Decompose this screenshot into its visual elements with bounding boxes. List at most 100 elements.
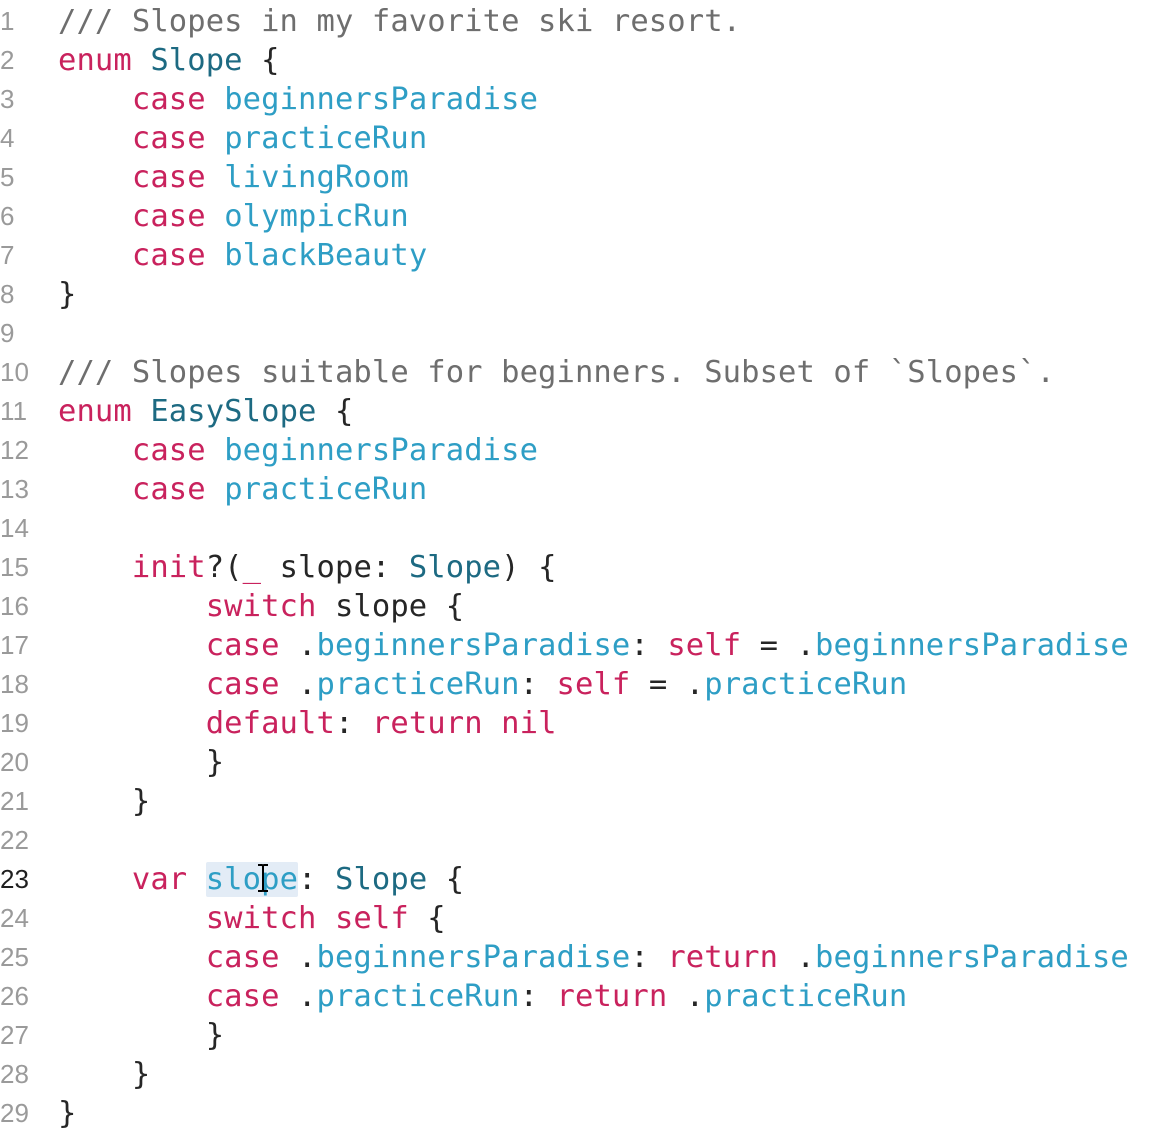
code-line[interactable]: 26 case .practiceRun: return .practiceRu… [0,977,1174,1016]
code-token: default [205,706,335,741]
line-number: 13 [0,474,30,504]
code-text[interactable]: case livingRoom [58,158,409,197]
code-line[interactable]: 14 [0,509,1174,548]
code-text[interactable]: } [58,1016,224,1055]
code-line[interactable]: 24 switch self { [0,899,1174,938]
code-text[interactable]: } [58,743,224,782]
line-number: 25 [0,942,30,972]
code-line[interactable]: 18 case .practiceRun: self = .practiceRu… [0,665,1174,704]
code-line[interactable]: 12 case beginnersParadise [0,431,1174,470]
code-text[interactable]: } [58,1055,150,1094]
code-token [58,667,206,702]
code-text[interactable]: case .beginnersParadise: return .beginne… [58,938,1129,977]
code-line[interactable]: 8} [0,275,1174,314]
code-line[interactable]: 25 case .beginnersParadise: return .begi… [0,938,1174,977]
code-token [58,979,206,1014]
code-line[interactable]: 5 case livingRoom [0,158,1174,197]
code-text[interactable]: case .practiceRun: return .practiceRun [58,977,908,1016]
code-line[interactable]: 17 case .beginnersParadise: self = .begi… [0,626,1174,665]
code-line[interactable]: 1 /// Slopes in my favorite ski resort. [0,2,1174,41]
code-token: self [556,667,631,702]
code-line[interactable]: 13 case practiceRun [0,470,1174,509]
code-text[interactable]: var slope: Slope { [58,860,464,899]
code-token: beginnersParadise [316,940,631,975]
code-text[interactable]: } [58,275,76,314]
code-text[interactable]: case beginnersParadise [58,80,538,119]
code-text[interactable]: } [58,782,150,821]
line-number: 21 [0,786,30,816]
code-token [58,862,132,897]
code-token: { [242,43,280,78]
code-line[interactable]: 7 case blackBeauty [0,236,1174,275]
line-number: 4 [0,123,15,153]
code-token: practiceRun [224,121,428,156]
code-text[interactable]: init?(_ slope: Slope) { [58,548,557,587]
code-line[interactable]: 6 case olympicRun [0,197,1174,236]
code-line[interactable]: 15 init?(_ slope: Slope) { [0,548,1174,587]
code-line[interactable]: 10/// Slopes suitable for beginners. Sub… [0,353,1174,392]
code-text[interactable]: default: return nil [58,704,557,743]
code-text[interactable]: switch self { [58,899,446,938]
code-line[interactable]: 21 } [0,782,1174,821]
code-token: livingRoom [224,160,409,195]
code-text[interactable]: case .practiceRun: self = .practiceRun [58,665,908,704]
code-token: nil [501,706,557,741]
code-line[interactable]: 28 } [0,1055,1174,1094]
code-text[interactable]: case practiceRun [58,470,427,509]
code-token [58,433,132,468]
code-text[interactable]: case olympicRun [58,197,409,236]
code-line[interactable]: 29} [0,1094,1174,1133]
code-text[interactable]: switch slope { [58,587,464,626]
code-token: : [630,628,668,663]
code-line[interactable]: 19 default: return nil [0,704,1174,743]
code-line[interactable]: 22 [0,821,1174,860]
code-text[interactable]: enum Slope { [58,41,280,80]
code-token: } [58,784,151,819]
code-line[interactable]: 4 case practiceRun [0,119,1174,158]
code-token: } [58,277,77,312]
code-text[interactable]: /// Slopes in my favorite ski resort. [58,2,741,41]
code-token: { [427,862,465,897]
line-number: 20 [0,747,30,777]
code-token [58,706,206,741]
code-token: : [519,979,557,1014]
code-token [206,160,224,195]
code-token: ) { [501,550,557,585]
code-token [58,121,132,156]
code-text[interactable]: case practiceRun [58,119,427,158]
line-number: 6 [0,201,15,231]
code-token: Slope [150,43,243,78]
code-token: self [334,901,409,936]
code-token: } [58,1096,77,1131]
line-number: 5 [0,162,15,192]
code-text[interactable]: /// Slopes suitable for beginners. Subse… [58,353,1055,392]
line-number: 1 [0,6,15,36]
code-token: . [279,979,317,1014]
code-text[interactable]: case .beginnersParadise: self = .beginne… [58,626,1129,665]
code-line[interactable]: 20 } [0,743,1174,782]
line-number: 7 [0,240,15,270]
code-token: beginnersParadise [224,433,539,468]
code-token: : [630,940,668,975]
code-token: self [667,628,742,663]
code-line[interactable]: 9 [0,314,1174,353]
code-text[interactable]: case blackBeauty [58,236,427,275]
code-line[interactable]: 27 } [0,1016,1174,1055]
code-text[interactable]: enum EasySlope { [58,392,353,431]
code-token: } [58,745,225,780]
code-line[interactable]: 3 case beginnersParadise [0,80,1174,119]
code-text[interactable]: } [58,1094,76,1133]
line-number: 19 [0,708,30,738]
code-token [58,238,132,273]
line-number: 23 [0,864,30,894]
line-number: 15 [0,552,30,582]
code-text[interactable]: case beginnersParadise [58,431,538,470]
line-number: 27 [0,1020,30,1050]
code-line[interactable]: 23 var slope: Slope { [0,860,1174,899]
code-token: } [58,1057,151,1092]
code-line[interactable]: 16 switch slope { [0,587,1174,626]
code-token [58,901,206,936]
